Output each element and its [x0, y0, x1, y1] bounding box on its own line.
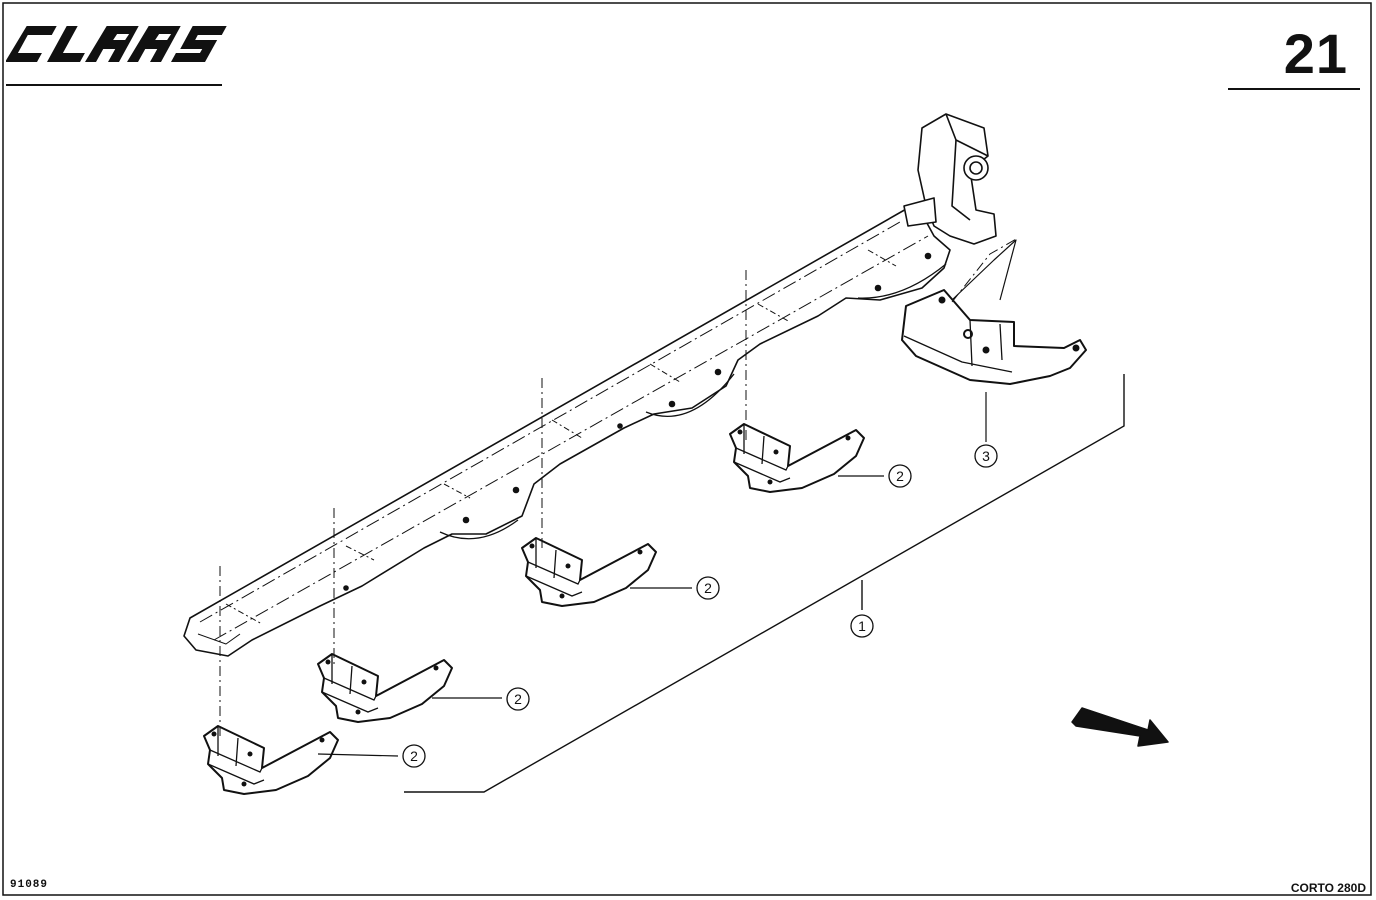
header-rule-left [6, 84, 222, 86]
page-number: 21 [1283, 22, 1348, 85]
callout-2-c: 2 [506, 687, 530, 711]
skid-3 [901, 239, 1087, 385]
skid-2-d [203, 725, 339, 795]
travel-direction-arrow-icon [1071, 707, 1169, 747]
callout-3: 3 [974, 444, 998, 468]
header-rule-right [1228, 88, 1360, 90]
alignment-lines [219, 237, 1019, 740]
callout-2-b: 2 [696, 576, 720, 600]
svg-text:2: 2 [514, 691, 522, 707]
callout-1: 1 [850, 614, 874, 638]
svg-text:2: 2 [896, 468, 904, 484]
cutter-bar-beam [183, 207, 951, 657]
svg-text:2: 2 [704, 580, 712, 596]
svg-text:2: 2 [410, 748, 418, 764]
leader-lines [317, 392, 987, 757]
gearbox [903, 113, 997, 245]
assembly-bracket [404, 374, 1125, 793]
drawing-number: 91089 [10, 879, 49, 891]
callout-2-a: 2 [888, 464, 912, 488]
skid-2-b [521, 537, 657, 607]
svg-text:1: 1 [858, 618, 866, 634]
claas-logo [6, 26, 227, 62]
machine-model: CORTO 280D [1290, 881, 1366, 895]
skid-2-a [729, 423, 865, 493]
callout-balloons: 1 2 2 2 2 3 [402, 444, 998, 768]
skid-2-c [317, 653, 453, 723]
svg-text:3: 3 [982, 448, 990, 464]
callout-2-d: 2 [402, 744, 426, 768]
